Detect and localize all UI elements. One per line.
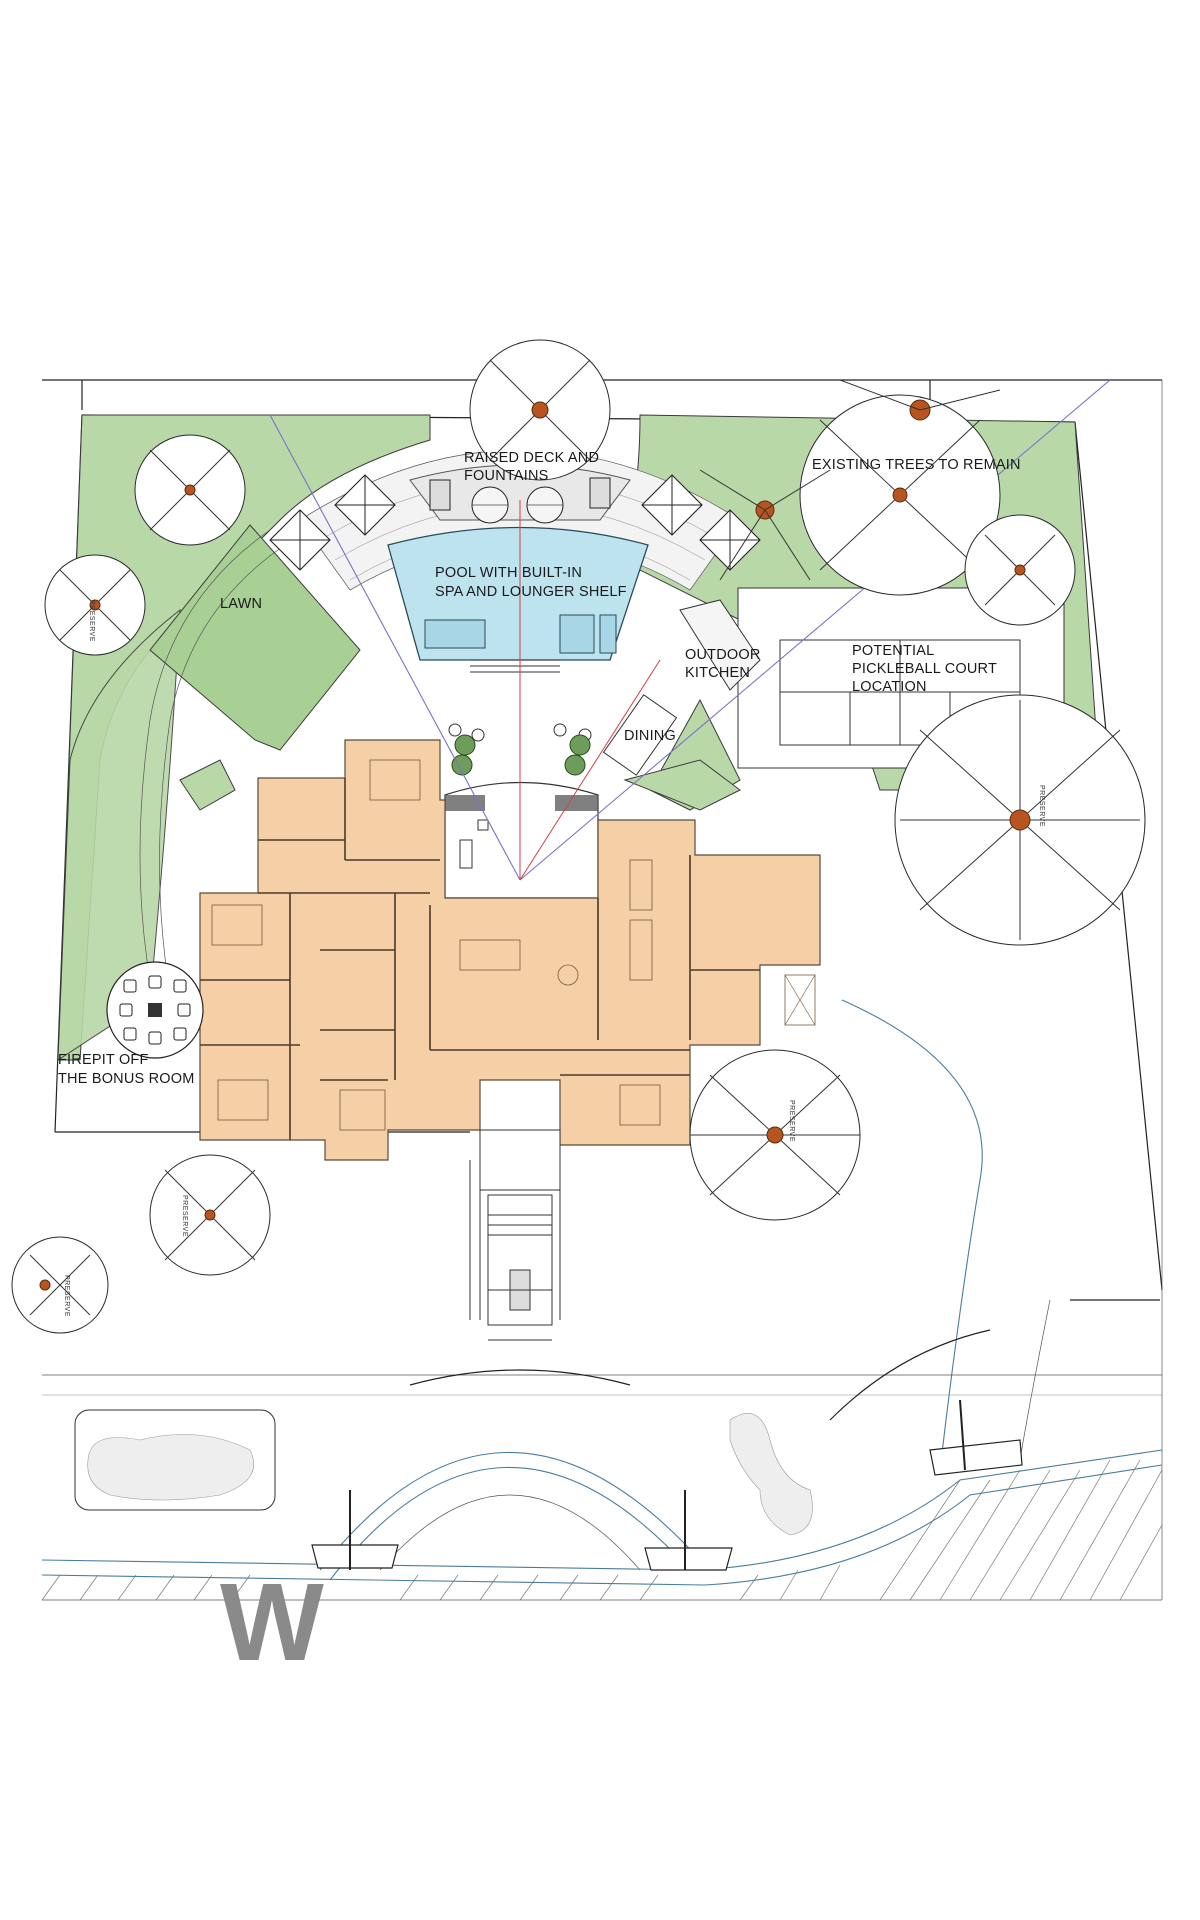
umbrella-2 — [334, 474, 396, 536]
label-preserve-5: PRESERVE — [63, 1275, 70, 1317]
tree-left-top — [134, 434, 246, 546]
driveway — [41, 999, 1163, 1601]
label-pickleball-3: LOCATION — [852, 679, 927, 695]
raised-deck-fountains — [429, 477, 611, 524]
label-preserve-4: PRESERVE — [181, 1195, 188, 1237]
garden-path — [139, 529, 286, 981]
umbrella-3 — [641, 474, 703, 536]
label-pickleball-1: POTENTIAL — [852, 643, 934, 659]
label-preserve-3: PRESERVE — [788, 1100, 795, 1142]
tree-preserve-right — [894, 694, 1146, 946]
tree-preserve-far-left — [11, 1236, 109, 1334]
label-preserve-2: PRESERVE — [1038, 785, 1045, 827]
entry-pillars — [311, 1399, 1023, 1571]
umbrella-1 — [269, 509, 331, 571]
label-raised-deck-2: FOUNTAINS — [464, 468, 549, 484]
pool — [387, 526, 649, 673]
logo-watermark: W — [220, 1561, 324, 1684]
tree-right-small — [964, 514, 1076, 626]
covered-terrace — [444, 781, 599, 899]
label-pickleball-2: PICKLEBALL COURT — [852, 661, 997, 677]
front-entry — [469, 1129, 561, 1341]
front-arc-wall — [409, 1299, 1160, 1421]
gravel-pads — [74, 1409, 813, 1536]
lawn-panel — [149, 524, 361, 751]
label-dining: DINING — [624, 728, 676, 744]
umbrellas — [269, 474, 761, 571]
trees — [11, 339, 1146, 1334]
tree-kitchen — [699, 469, 831, 581]
tree-top-right-trunk — [839, 379, 1001, 421]
label-outdoor-kitchen-2: KITCHEN — [685, 665, 750, 681]
house-footprint — [199, 739, 821, 1161]
label-outdoor-kitchen-1: OUTDOOR — [685, 647, 761, 663]
tree-top-right-large — [799, 394, 1001, 596]
umbrella-4 — [699, 509, 761, 571]
label-lawn: LAWN — [220, 596, 262, 612]
outdoor-kitchen-dining — [448, 599, 761, 776]
label-pool-2: SPA AND LOUNGER SHELF — [435, 584, 627, 600]
label-preserve-1: PRESERVE — [88, 600, 95, 642]
label-existing-trees: EXISTING TREES TO REMAIN — [812, 457, 1021, 473]
firepit — [106, 961, 204, 1059]
plan-labels: RAISED DECK AND FOUNTAINS EXISTING TREES… — [58, 450, 1045, 1317]
sight-lines — [269, 379, 1111, 881]
label-pool-1: POOL WITH BUILT-IN — [435, 565, 582, 581]
tree-top-center — [469, 339, 611, 481]
tree-preserve-center — [689, 1049, 861, 1221]
tree-preserve-left — [149, 1154, 271, 1276]
label-firepit-1: FIREPIT OFF — [58, 1052, 149, 1068]
palm-planters — [451, 734, 591, 776]
label-raised-deck-1: RAISED DECK AND — [464, 450, 599, 466]
svg-text:W: W — [220, 1561, 324, 1684]
label-firepit-2: THE BONUS ROOM — [58, 1071, 195, 1087]
tree-left-mid — [44, 554, 146, 656]
road-hatch — [41, 1459, 1163, 1601]
